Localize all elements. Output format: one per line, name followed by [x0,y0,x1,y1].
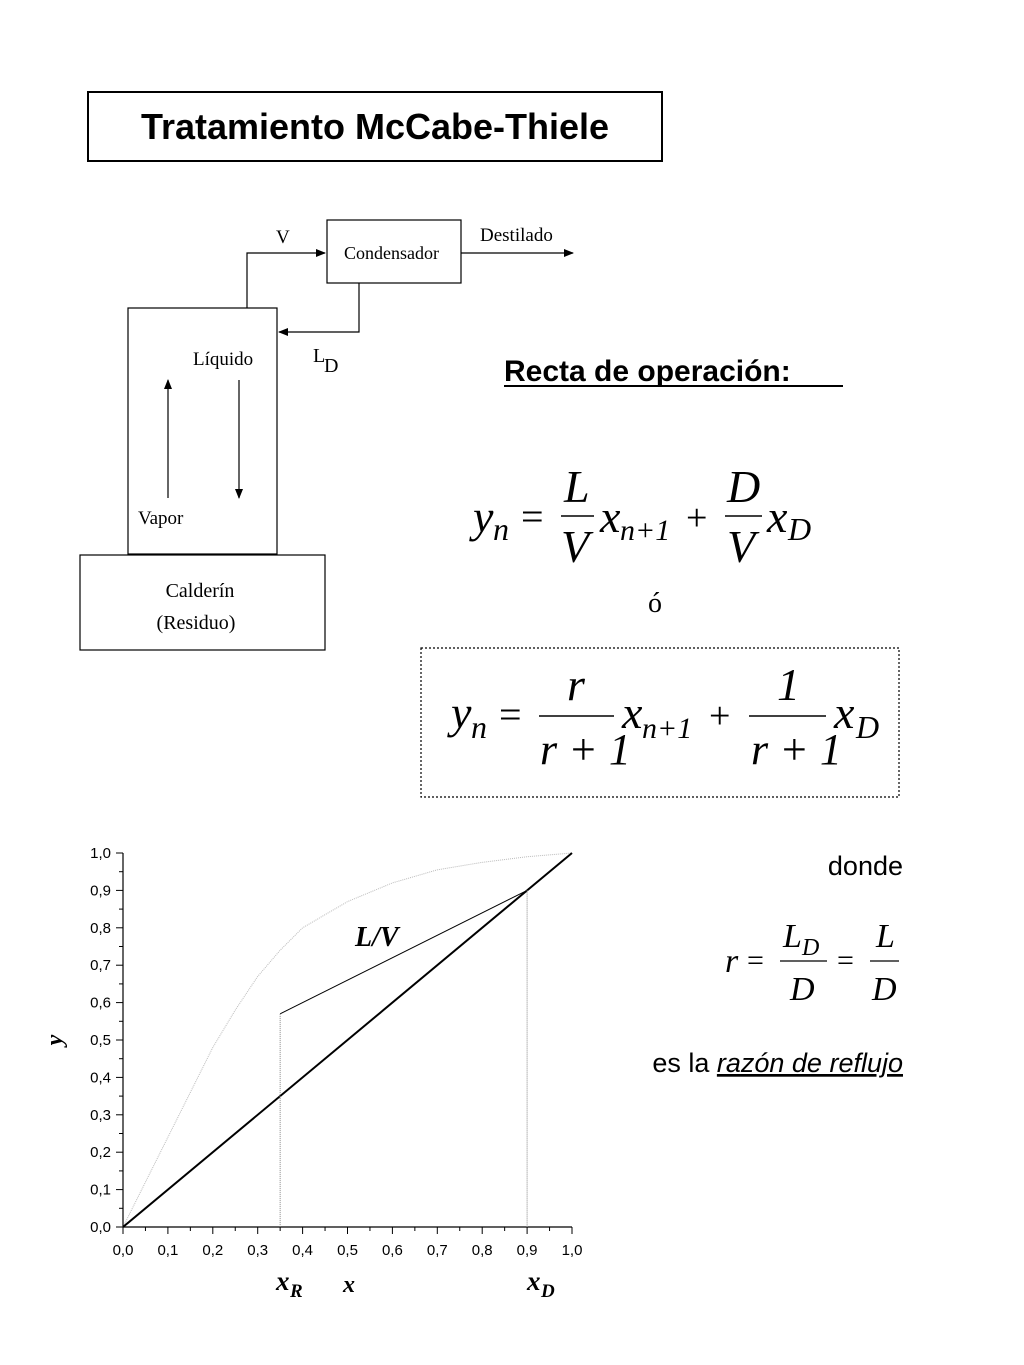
x-tick-label: 0,7 [427,1242,448,1259]
reflux-text: es la razón de reflujo [652,1048,903,1078]
page-title: Tratamiento McCabe-Thiele [140,105,610,147]
reflux-term: razón de reflujo [717,1048,903,1078]
operation-heading: Recta de operación: [504,355,791,388]
x-tick-label: 0,0 [113,1242,134,1259]
y-tick-label: 0,0 [90,1219,111,1236]
eq1-n1: n+1 [620,514,670,547]
equation-2-box [420,647,900,798]
y-tick-label: 0,8 [90,920,111,937]
eq1-n: n [493,511,509,547]
eq1-xD-sub: D [787,511,811,547]
rdef-LD: L [782,918,802,955]
eq1-y: y [469,491,494,542]
column-diagram: V Condensador Destilado Líquido L D Vapo… [79,219,574,651]
x-tick-label: 1,0 [562,1242,583,1259]
r-definition: r = L D D = L D [725,918,899,1008]
mccabe-thiele-chart: 0,0 0,1 0,2 0,3 0,4 0,5 0,6 0,7 0,8 0,9 1,0 0,0 0,1 0… [42,845,582,1302]
eq2-den2: r + 1 [751,725,842,774]
vapor-label: Vapor [138,508,184,529]
rdef-D2: D [871,971,897,1008]
y-tick-label: 0,5 [90,1032,111,1049]
equation-2: y n = r r + 1 x n+1 + 1 r + 1 x D [447,659,879,774]
rdef-eq2: = [837,944,854,977]
y-tick-label: 1,0 [90,845,111,862]
eq1-x2: x [766,491,788,542]
x-tick-label: 0,4 [292,1242,313,1259]
operating-line [279,889,528,1015]
xD-sub: D [540,1281,555,1302]
eq2-x2: x [833,687,855,738]
eq1-plus: + [686,497,707,539]
diagonal-line [122,852,573,1228]
x-axis-label: x [342,1272,355,1298]
condenser-label: Condensador [344,243,439,263]
eq2-r: r [567,659,586,710]
donde-text: donde [828,851,903,881]
v-label: V [276,227,290,248]
condenser-box [326,219,462,284]
eq1-V: V [561,521,594,572]
xR-label: x [275,1266,290,1296]
ld-label: L [313,345,325,367]
eq2-plus: + [709,695,730,737]
reboiler-label-1: Calderín [166,580,235,602]
y-tick-label: 0,7 [90,957,111,974]
eq2-y: y [447,687,472,738]
or-text: ó [648,588,662,619]
x-tick-label: 0,9 [517,1242,538,1259]
eq2-x: x [621,687,643,738]
y-tick-label: 0,3 [90,1107,111,1124]
vapor-line-to-condenser [246,249,326,308]
distillate-label: Destilado [480,225,553,246]
column-box [127,307,278,555]
y-tick-label: 0,2 [90,1144,111,1161]
x-tick-label: 0,2 [202,1242,223,1259]
eq1-x: x [599,491,621,542]
x-tick-label: 0,1 [157,1242,178,1259]
y-tick-label: 0,1 [90,1182,111,1199]
y-tick-label: 0,6 [90,995,111,1012]
ld-sub: D [324,355,338,377]
reflux-line [278,283,360,336]
rdef-r: r [725,943,739,980]
eq2-den1: r + 1 [540,725,631,774]
equilibrium-curve [122,852,573,1228]
x-tick-label: 0,6 [382,1242,403,1259]
eq2-one: 1 [777,659,800,710]
reflux-prefix: es la [652,1048,717,1078]
eq1-V2: V [727,521,760,572]
liquid-label: Líquido [193,349,253,370]
y-tick-label: 0,4 [90,1069,111,1086]
x-tick-label: 0,8 [472,1242,493,1259]
eq1-equals: = [521,494,544,539]
eq2-n1: n+1 [642,712,692,745]
xD-label: x [526,1266,541,1296]
equation-1: y n = L V x n+1 + D V x D [469,461,811,572]
reboiler-box [79,554,326,651]
reboiler-label-2: (Residuo) [157,612,236,634]
y-tick-label: 0,9 [90,882,111,899]
eq2-equals: = [499,692,522,737]
eq1-D: D [726,461,760,512]
rdef-LD-sub: D [801,935,819,961]
rdef-L: L [875,918,895,955]
rdef-D: D [789,971,815,1008]
eq2-xD-sub: D [855,709,879,745]
rdef-eq1: = [747,944,764,977]
x-tick-label: 0,5 [337,1242,358,1259]
x-tick-label: 0,3 [247,1242,268,1259]
title-box: Tratamiento McCabe-Thiele [87,91,663,162]
slope-label: L/V [354,922,401,953]
y-axis-label: y [42,1034,68,1048]
xR-sub: R [289,1281,303,1302]
eq2-n: n [471,709,487,745]
eq1-L: L [563,461,590,512]
